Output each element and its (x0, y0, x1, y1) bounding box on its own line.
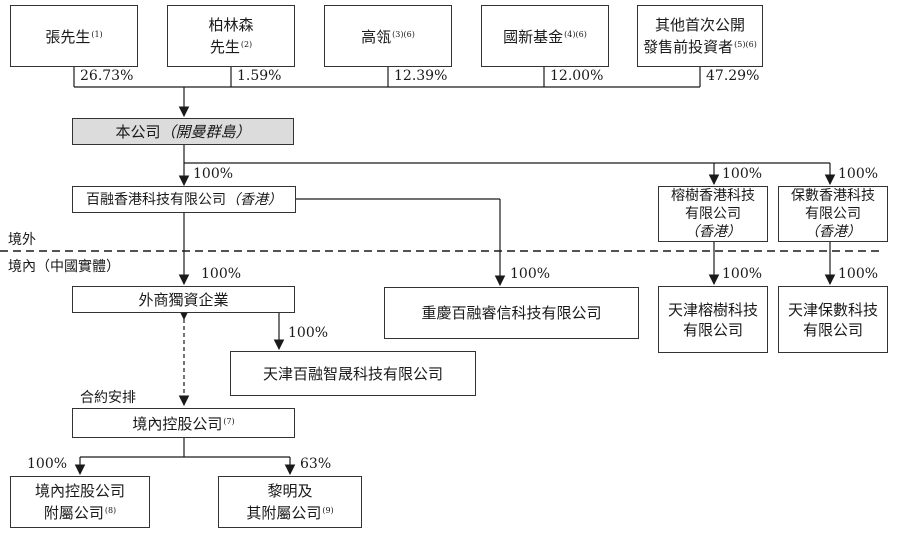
tianjin-zhisheng-box: 天津百融智晟科技有限公司 (230, 351, 476, 396)
pct-rongshu-hk: 100% (722, 166, 763, 182)
rongshu-hk-box: 榕樹香港科技 有限公司 （香港） (658, 186, 768, 242)
pct-pre-ipo-investors: 47.29% (706, 68, 760, 84)
hk-main-box: 百融香港科技有限公司（香港） (72, 186, 296, 213)
baoshu-hk-box: 保數香港科技 有限公司 （香港） (778, 186, 888, 242)
liming-box: 黎明及 其附屬公司(9) (218, 476, 362, 528)
pct-zhang: 26.73% (80, 68, 134, 84)
tianjin-baoshu-box: 天津保數科技 有限公司 (778, 286, 888, 353)
wfoe-box: 外商獨資企業 (72, 286, 295, 313)
shareholder-pre-ipo-investors: 其他首次公開 發售前投資者(5)(6) (637, 5, 763, 67)
pct-chongqing: 100% (510, 266, 551, 282)
chongqing-box: 重慶百融睿信科技有限公司 (384, 287, 639, 339)
pct-holdco-affiliates: 100% (27, 456, 68, 472)
tianjin-rongshu-box: 天津榕樹科技 有限公司 (658, 286, 768, 353)
pct-hillhouse: 12.39% (394, 68, 448, 84)
offshore-label: 境外 (8, 232, 36, 248)
onshore-label: 境內（中國實體） (8, 259, 120, 275)
pct-tianjin-baoshu: 100% (838, 266, 879, 282)
shareholder-guoxin-fund: 國新基金(4)(6) (481, 5, 609, 67)
shareholder-bai-linsen: 柏林森 先生(2) (167, 5, 295, 67)
pct-tianjin-rongshu: 100% (722, 266, 763, 282)
pct-guoxin-fund: 12.00% (550, 68, 604, 84)
contract-label: 合約安排 (80, 390, 136, 406)
pct-tianjin-zhisheng: 100% (288, 325, 329, 341)
pct-liming: 63% (300, 456, 332, 472)
pct-bai-linsen: 1.59% (237, 68, 282, 84)
company-box: 本公司（開曼群島） (72, 118, 294, 145)
shareholder-zhang: 張先生(1) (10, 5, 138, 67)
holdco-affiliates-box: 境內控股公司 附屬公司(8) (10, 476, 150, 528)
pct-wfoe: 100% (201, 266, 242, 282)
shareholder-hillhouse: 高瓴(3)(6) (324, 5, 452, 67)
pct-hk-main: 100% (193, 166, 234, 182)
onshore-holdco-box: 境內控股公司(7) (72, 408, 295, 438)
pct-baoshu-hk: 100% (838, 166, 879, 182)
